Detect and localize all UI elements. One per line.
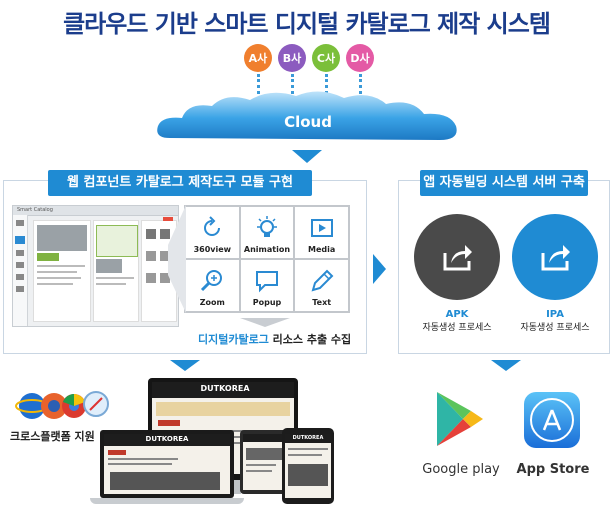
app-store-icon <box>524 392 580 448</box>
laptop-base <box>90 498 244 504</box>
tablet-device <box>240 430 288 494</box>
company-a-badge: A사 <box>244 44 272 72</box>
feature-label: Media <box>308 245 336 254</box>
resource-highlight: 디지털카탈로그 <box>198 333 269 346</box>
monitor-brand: DUTKOREA <box>200 384 250 393</box>
feature-zoom: Zoom <box>186 260 239 311</box>
ipa-circle <box>512 214 598 300</box>
pencil-icon <box>311 269 334 292</box>
right-arrow-icon <box>373 254 386 284</box>
company-b-badge: B사 <box>278 44 306 72</box>
lightbulb-icon <box>256 216 277 237</box>
phone-device: DUTKOREA <box>282 428 334 504</box>
feature-grid: 360view Animation Media Zoom Popup Text <box>184 205 350 313</box>
extract-arrow-icon <box>240 318 290 327</box>
magnifier-icon <box>201 270 223 292</box>
zoom-connector <box>168 205 186 313</box>
phone-brand: DUTKOREA <box>292 435 324 441</box>
media-player-icon <box>310 219 333 237</box>
editor-tab: Smart Catalog <box>17 207 53 213</box>
feature-animation: Animation <box>240 207 294 258</box>
feature-label: Zoom <box>199 298 225 307</box>
down-arrow-left-icon <box>170 360 200 371</box>
ipa-title: IPA <box>546 309 564 320</box>
cloud-label: Cloud <box>284 113 332 131</box>
speech-bubble-icon <box>255 271 278 293</box>
cloud-icon <box>157 91 457 140</box>
resource-rest: 리소스 추출 수집 <box>268 333 352 346</box>
editor-sidebar-active <box>15 236 25 244</box>
feature-media: Media <box>295 207 348 258</box>
feature-label: Animation <box>243 245 291 254</box>
company-c-badge: C사 <box>312 44 340 72</box>
down-arrow-right-icon <box>491 360 521 371</box>
connector-d <box>359 74 362 112</box>
laptop-brand: DUTKOREA <box>145 435 189 443</box>
browser-logos-icon <box>15 391 109 419</box>
apk-subtitle: 자동생성 프로세스 <box>422 323 492 333</box>
editor-screenshot: Smart Catalog <box>12 205 179 327</box>
connector-a <box>257 74 260 112</box>
google-play-label: Google play <box>422 462 500 477</box>
rotate-icon <box>204 216 221 236</box>
apk-circle <box>414 214 500 300</box>
laptop-device: DUTKOREA <box>100 430 234 498</box>
app-build-banner: 앱 자동빌딩 시스템 서버 구축 <box>420 170 588 196</box>
down-arrow-icon <box>292 150 322 163</box>
connector-b <box>291 74 294 112</box>
feature-text: Text <box>295 260 348 311</box>
component-tool-banner: 웹 컴포넌트 카탈로그 제작도구 모듈 구현 <box>48 170 312 196</box>
google-play-icon <box>437 392 483 446</box>
app-store-glyph-icon <box>542 409 562 431</box>
resource-extraction-text: 디지털카탈로그 리소스 추출 수집 <box>198 331 351 347</box>
feature-360view: 360view <box>186 207 239 258</box>
ipa-subtitle: 자동생성 프로세스 <box>520 323 590 333</box>
cross-platform-label: 크로스플랫폼 지원 <box>10 430 95 443</box>
app-store-label: App Store <box>516 462 590 477</box>
feature-popup: Popup <box>240 260 294 311</box>
company-d-badge: D사 <box>346 44 374 72</box>
share-icon <box>443 245 472 271</box>
share-icon <box>541 245 570 271</box>
feature-label: Text <box>312 298 332 307</box>
page-title: 클라우드 기반 스마트 디지털 카탈로그 제작 시스템 <box>63 10 551 38</box>
feature-label: Popup <box>252 298 282 307</box>
apk-title: APK <box>445 309 469 320</box>
feature-label: 360view <box>193 245 232 254</box>
